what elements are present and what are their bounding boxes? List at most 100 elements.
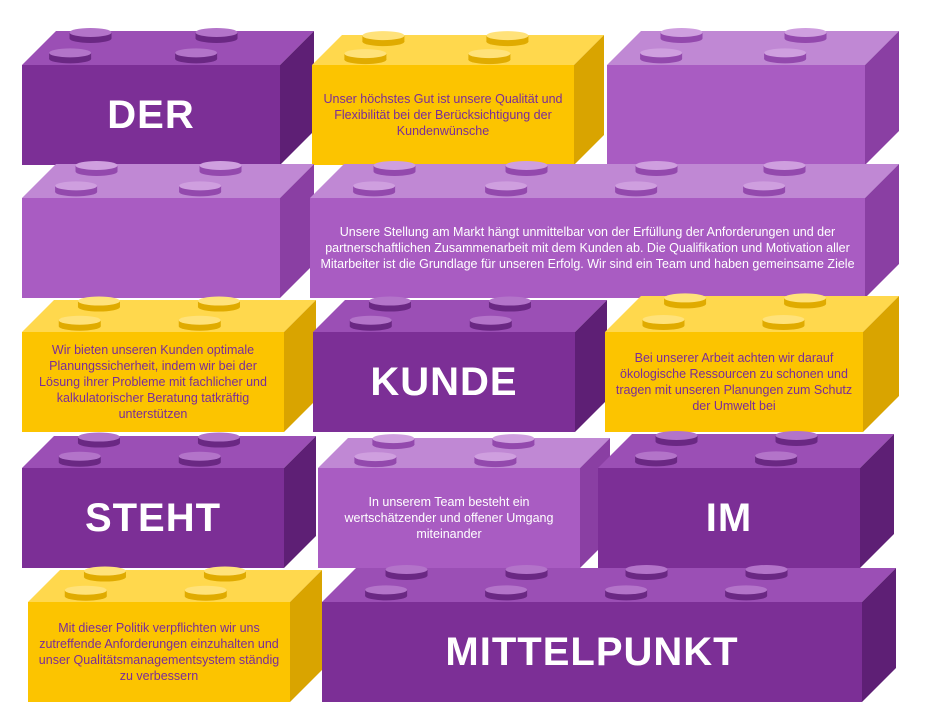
stud-top [755,451,798,461]
stud-top [775,430,818,440]
stud-top [195,27,238,37]
brick-environment [605,293,899,432]
brick-front-face [310,198,865,298]
stud-top [625,564,668,574]
stud-top [75,160,118,170]
brick-side-face [280,31,314,165]
stud-top [725,585,768,595]
stud-top [372,434,415,444]
brick-steht [22,432,316,568]
brick-front-face [322,602,862,702]
brick-label-quality: Unser höchstes Gut ist unsere Qualität u… [323,92,563,138]
stud-top [175,48,218,58]
stud-top [615,181,658,191]
stud-top [664,293,707,303]
brick-planning [22,296,316,432]
brick-front-face [313,332,575,432]
brick-front-face [598,468,860,568]
brick-front-face [22,332,284,432]
brick-front-face [605,332,863,432]
stud-top [199,160,242,170]
stud-top [197,432,240,442]
stud-top [365,585,408,595]
brick-front-face [312,65,574,165]
brick-side-face [860,434,894,568]
brick-policy [28,566,322,702]
stud-top [642,315,685,325]
brick-der [22,27,314,165]
stud-top [486,31,529,41]
stud-top [468,49,511,59]
stud-top [49,48,92,58]
brick-side-face [862,568,896,702]
stud-top [344,49,387,59]
stud-top [83,566,126,576]
stud-top [635,451,678,461]
brick-front-face [607,65,865,165]
stud-top [58,315,101,325]
stud-top [77,296,120,306]
stud-top [58,451,101,461]
stud-top [349,315,392,325]
stud-top [368,296,411,306]
stud-top [784,27,827,37]
stud-top [373,160,416,170]
brick-label-im: IM [705,495,753,540]
stud-top [362,31,405,41]
stud-top [655,430,698,440]
stud-top [640,48,683,58]
stud-top [763,160,806,170]
stud-top [179,181,222,191]
brick-side-face [284,300,316,432]
stud-top [784,293,827,303]
brick-side-face [290,570,322,702]
brick-blank-mid-left [22,160,314,298]
stud-top [77,432,120,442]
brick-side-face [574,35,604,165]
stud-top [762,315,805,325]
brick-blank-top-right [607,27,899,165]
stud-top [197,296,240,306]
brick-front-face [22,198,280,298]
stud-top [353,181,396,191]
stud-top [178,315,221,325]
brick-front-face [318,468,580,568]
brick-side-face [865,31,899,165]
brick-label-team: In unserem Team besteht ein wertschätzen… [344,495,554,541]
brick-side-face [865,164,899,298]
stud-top [492,434,535,444]
stud-top [354,452,397,462]
stud-top [745,564,788,574]
stud-top [485,181,528,191]
brick-label-planning: Wir bieten unseren Kunden optimale Planu… [39,343,267,421]
stud-top [764,48,807,58]
brick-market [310,160,899,298]
stud-top [55,181,98,191]
brick-mittelpunkt [322,564,896,702]
stud-top [488,296,531,306]
stud-top [64,585,107,595]
brick-label-environment: Bei unserer Arbeit achten wir darauf öko… [615,351,853,413]
brick-front-face [22,468,284,568]
brick-side-face [280,164,314,298]
brick-quality [312,31,604,165]
stud-top [474,452,517,462]
brick-label-kunde: KUNDE [370,359,518,404]
stud-top [203,566,246,576]
stud-top [469,315,512,325]
stud-top [605,585,648,595]
stud-top [385,564,428,574]
stud-top [635,160,678,170]
brick-label-policy: Mit dieser Politik verpflichten wir uns … [38,621,280,683]
stud-top [743,181,786,191]
brick-label-market: Unsere Stellung am Markt hängt unmittelb… [320,225,855,271]
brick-label-der: DER [107,92,195,137]
stud-top [184,585,227,595]
stud-top [69,27,112,37]
brick-side-face [863,296,899,432]
brick-side-face [575,300,607,432]
stud-top [485,585,528,595]
brick-front-face [22,65,280,165]
